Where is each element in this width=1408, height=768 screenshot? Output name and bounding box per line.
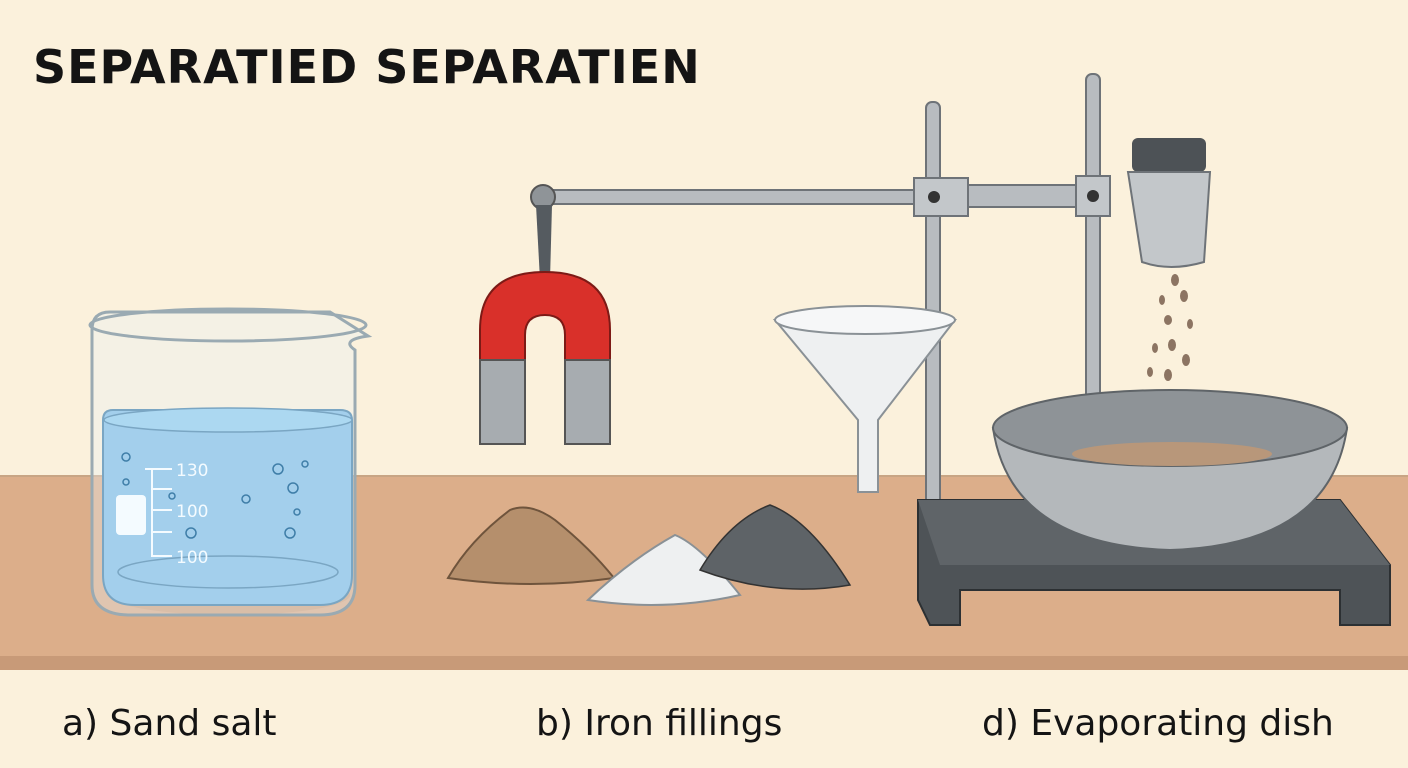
beaker: 130 100 100	[88, 307, 373, 617]
caption-iron-fillings: b) Iron fillings	[536, 703, 783, 744]
beaker-scale-label: 100	[176, 548, 208, 568]
sand-pile	[446, 506, 616, 585]
iron-filings-pile	[698, 504, 852, 590]
beaker-scale-label: 100	[176, 502, 208, 522]
evaporating-dish	[991, 389, 1349, 552]
caption-sand-salt: a) Sand salt	[62, 703, 277, 744]
filter-funnel	[772, 305, 958, 493]
magnet-assembly	[479, 184, 1001, 445]
sample-hopper	[1126, 138, 1212, 405]
page-title: SEPARATIED SEPARATIEN	[33, 40, 701, 94]
caption-evaporating-dish: d) Evaporating dish	[982, 703, 1334, 744]
table-edge	[0, 656, 1408, 670]
beaker-scale-label: 130	[176, 461, 208, 481]
horseshoe-magnet	[479, 270, 611, 361]
